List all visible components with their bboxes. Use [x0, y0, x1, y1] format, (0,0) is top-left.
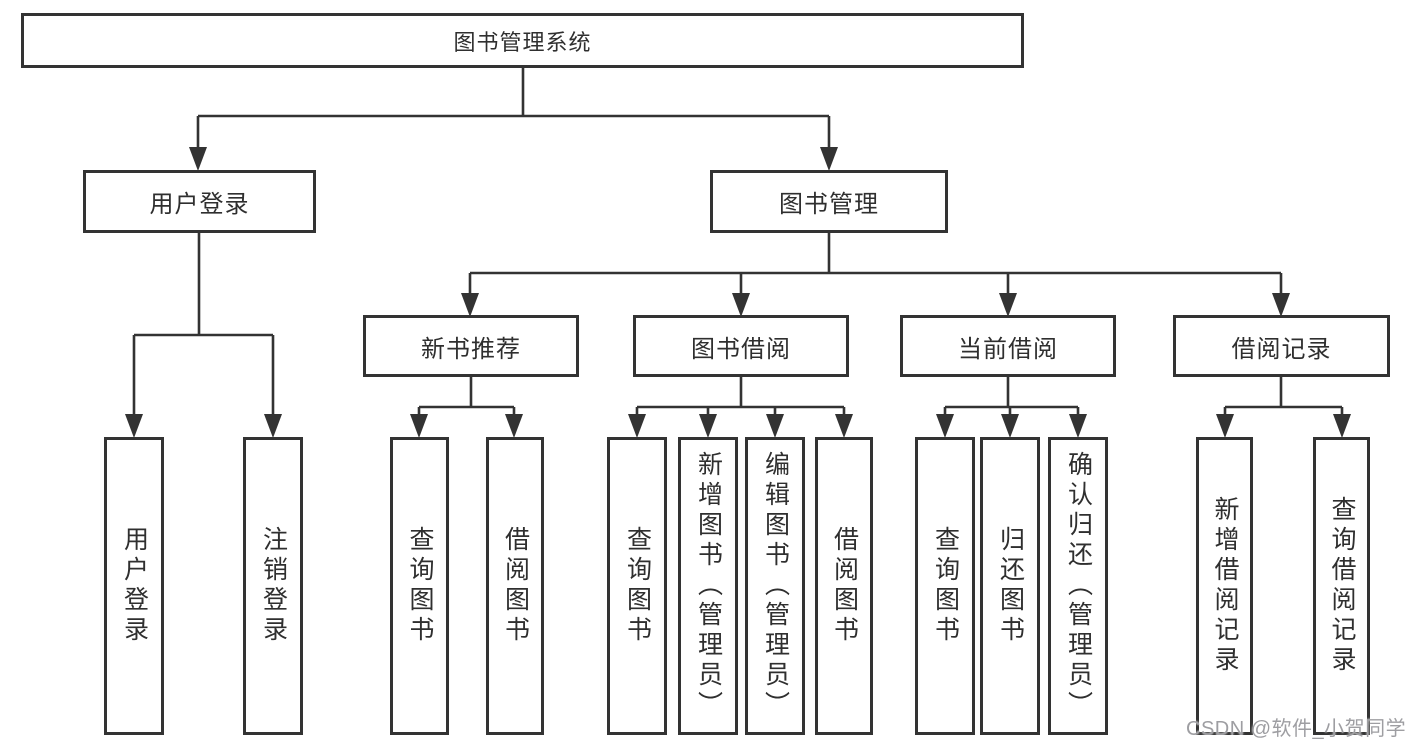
leaf-query-borrow-record: 查询借阅记录: [1313, 437, 1370, 735]
leaf-borrow-query-book: 查询图书: [607, 437, 667, 735]
node-label: 查询图书: [623, 526, 652, 646]
leaf-current-query-book: 查询图书: [915, 437, 975, 735]
leaf-confirm-return-admin: 确认归还（管理员）: [1048, 437, 1108, 735]
node-book-management: 图书管理: [710, 170, 948, 233]
node-label: 归还图书: [996, 526, 1025, 646]
node-label: 新增借阅记录: [1211, 496, 1239, 676]
leaf-borrow-book: 借阅图书: [815, 437, 873, 735]
node-label: 图书借阅: [691, 335, 791, 363]
node-label: 图书管理: [779, 191, 879, 218]
node-borrow-record: 借阅记录: [1173, 315, 1390, 377]
leaf-edit-book-admin: 编辑图书（管理员）: [745, 437, 805, 735]
node-system-root: 图书管理系统: [21, 13, 1024, 68]
node-label: 借阅图书: [830, 526, 859, 646]
node-book-borrow: 图书借阅: [633, 315, 849, 377]
leaf-add-borrow-record: 新增借阅记录: [1196, 437, 1253, 735]
node-current-borrow: 当前借阅: [900, 315, 1116, 377]
node-label: 用户登录: [120, 526, 149, 646]
leaf-add-book-admin: 新增图书（管理员）: [678, 437, 738, 735]
node-label: 当前借阅: [958, 335, 1058, 363]
leaf-recommend-query-book: 查询图书: [390, 437, 449, 735]
node-label: 注销登录: [259, 526, 288, 646]
leaf-user-login: 用户登录: [104, 437, 164, 735]
node-label: 查询图书: [931, 526, 960, 646]
leaf-recommend-borrow-book: 借阅图书: [486, 437, 544, 735]
node-new-book-recommend: 新书推荐: [363, 315, 579, 377]
node-label: 借阅记录: [1231, 335, 1332, 363]
node-user-login: 用户登录: [83, 170, 316, 233]
node-label: 新书推荐: [421, 335, 521, 363]
node-label: 编辑图书（管理员）: [761, 451, 790, 721]
node-label: 用户登录: [149, 191, 250, 218]
leaf-logout: 注销登录: [243, 437, 303, 735]
node-label: 查询图书: [406, 526, 434, 646]
node-label: 新增图书（管理员）: [694, 451, 723, 721]
node-label: 借阅图书: [501, 526, 530, 646]
leaf-return-book: 归还图书: [980, 437, 1040, 735]
node-label: 确认归还（管理员）: [1064, 451, 1093, 721]
node-label: 查询借阅记录: [1328, 496, 1356, 676]
node-label: 图书管理系统: [453, 29, 592, 55]
csdn-watermark: CSDN @软件_小贺同学: [1186, 718, 1405, 740]
